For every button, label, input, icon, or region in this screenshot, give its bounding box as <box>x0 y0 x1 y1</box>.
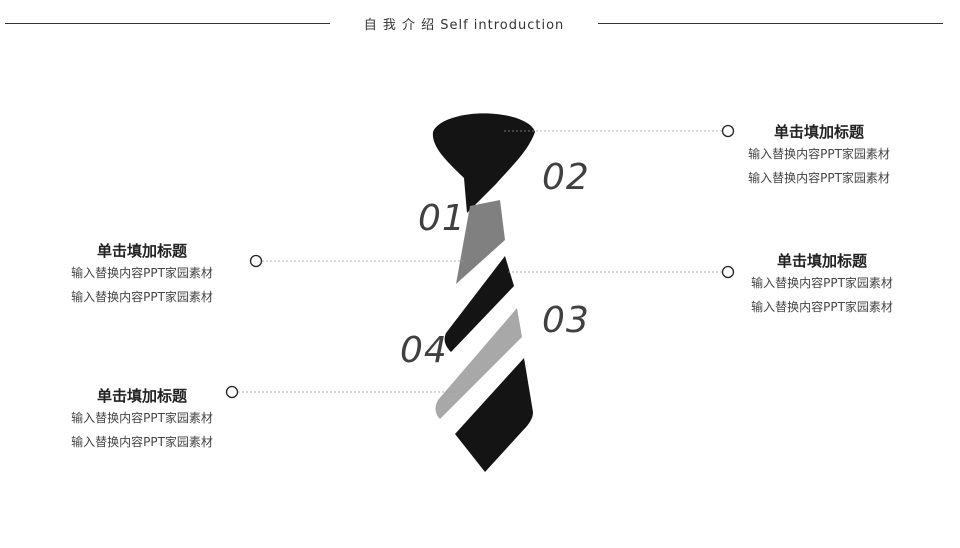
tie-stripe-02 <box>444 256 514 352</box>
block-text-line[interactable]: 输入替换内容PPT家园素材 <box>751 300 893 314</box>
tie-stripe-04 <box>455 358 533 472</box>
tie-knot <box>432 113 535 213</box>
block-title[interactable]: 单击填加标题 <box>773 123 864 141</box>
block-text-line[interactable]: 输入替换内容PPT家园素材 <box>71 435 213 449</box>
block-text-line[interactable]: 输入替换内容PPT家园素材 <box>71 266 213 280</box>
block-text-line[interactable]: 输入替换内容PPT家园素材 <box>71 290 213 304</box>
header-rule-left <box>5 23 330 24</box>
page-title: 自 我 介 绍 Self introduction <box>363 18 565 33</box>
text-block-left-bottom: 单击填加标题 输入替换内容PPT家园素材 输入替换内容PPT家园素材 <box>42 386 242 454</box>
text-block-left-middle: 单击填加标题 输入替换内容PPT家园素材 输入替换内容PPT家园素材 <box>42 241 242 309</box>
connector-4-dot <box>225 385 239 399</box>
tie-stripe-01 <box>456 200 505 284</box>
block-title[interactable]: 单击填加标题 <box>96 242 187 260</box>
connector-2-dot <box>249 254 263 268</box>
block-text-line[interactable]: 输入替换内容PPT家园素材 <box>751 276 893 290</box>
number-03: 03 <box>542 300 590 341</box>
number-04: 04 <box>400 330 448 371</box>
number-02: 02 <box>542 157 590 198</box>
block-title[interactable]: 单击填加标题 <box>96 387 187 405</box>
block-text-line[interactable]: 输入替换内容PPT家园素材 <box>748 171 890 185</box>
connector-3-dot <box>721 265 735 279</box>
header-rule-right <box>598 23 943 24</box>
block-text-line[interactable]: 输入替换内容PPT家园素材 <box>71 411 213 425</box>
block-text-line[interactable]: 输入替换内容PPT家园素材 <box>748 147 890 161</box>
block-title[interactable]: 单击填加标题 <box>776 252 867 270</box>
connector-1-dot <box>721 124 735 138</box>
number-01: 01 <box>418 198 466 239</box>
tie-stripe-03 <box>435 308 522 419</box>
text-block-right-top: 单击填加标题 输入替换内容PPT家园素材 输入替换内容PPT家园素材 <box>719 122 919 190</box>
text-block-right-middle: 单击填加标题 输入替换内容PPT家园素材 输入替换内容PPT家园素材 <box>722 251 922 319</box>
